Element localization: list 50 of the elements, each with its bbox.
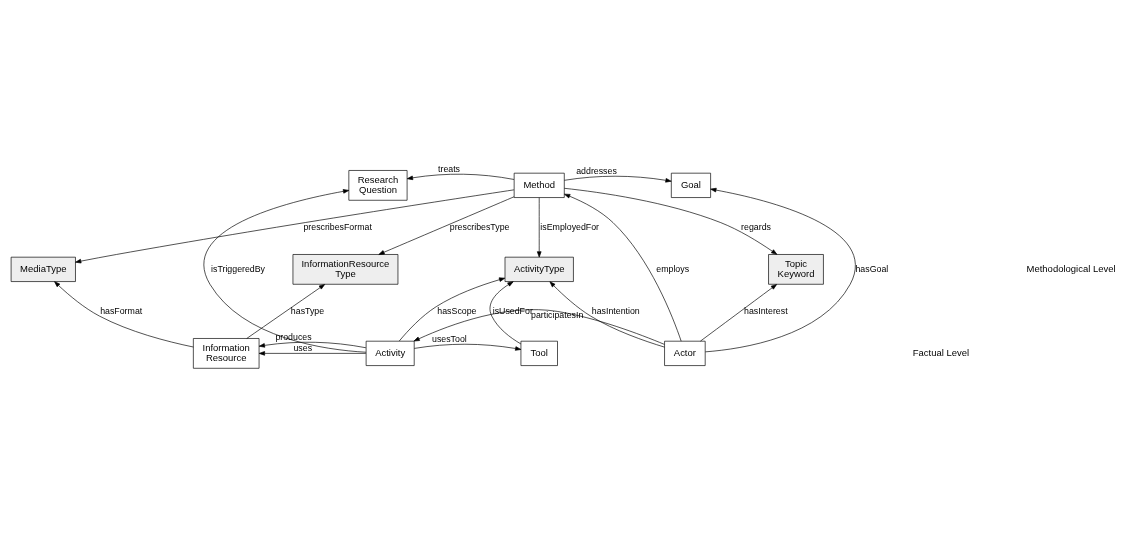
edge-label: hasScope <box>437 305 477 316</box>
edge-label: prescribesType <box>449 221 510 232</box>
arrow <box>75 189 515 264</box>
arrow <box>398 277 506 342</box>
edge-label: isEmployedFor <box>540 221 600 232</box>
arrow <box>204 189 367 353</box>
arrow <box>564 187 778 255</box>
node-box: ActivityType <box>504 256 574 282</box>
arrow <box>564 175 672 183</box>
arrow <box>258 341 367 349</box>
arrow <box>406 173 515 181</box>
node-box: InformationResource Type <box>292 254 399 285</box>
edge-label: hasType <box>290 305 325 316</box>
node-box: Information Resource <box>193 338 260 369</box>
node-box: Activity <box>365 340 415 366</box>
edge-label: hasInterest <box>744 305 788 316</box>
label: Methodological Level <box>1026 262 1116 274</box>
edge-label: employs <box>656 263 690 274</box>
arrow <box>549 281 665 348</box>
edge-label: addresses <box>576 165 617 176</box>
edge-label: usesTool <box>432 333 467 344</box>
node-box: Tool <box>520 340 558 366</box>
node-box: Topic Keyword <box>768 254 824 285</box>
arrow <box>537 197 542 258</box>
arrow <box>378 196 515 255</box>
edge-label: prescribesFormat <box>303 221 372 232</box>
arrow <box>258 351 367 356</box>
edge-label: hasGoal <box>855 263 889 274</box>
edge-label: uses <box>293 342 313 353</box>
node-box: Goal <box>671 172 711 198</box>
node-box: MediaType <box>10 256 76 282</box>
edge-label: produces <box>275 331 312 342</box>
edge-label: participatesIn <box>531 310 584 321</box>
edge-label: isTriggeredBy <box>211 263 266 274</box>
node-box: Method <box>513 172 565 198</box>
arrow <box>414 343 522 351</box>
arrow <box>705 187 856 353</box>
arrow <box>413 309 665 345</box>
arrow <box>489 281 522 345</box>
arrow <box>700 284 777 342</box>
arrow <box>54 281 194 348</box>
edge-label: hasFormat <box>100 305 143 316</box>
edge-label: treats <box>438 163 461 174</box>
edge-label: regards <box>741 221 771 232</box>
arrow <box>246 284 325 339</box>
node-box: Research Question <box>348 170 408 201</box>
arrow <box>564 193 682 342</box>
label: Factual Level <box>912 346 970 358</box>
node-box: Actor <box>664 340 706 366</box>
edge-label: hasIntention <box>591 305 640 316</box>
